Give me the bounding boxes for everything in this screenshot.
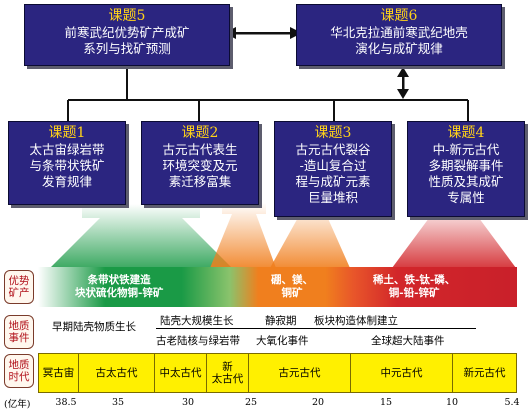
orange-arrow-left bbox=[210, 203, 276, 268]
orange-arrow-right bbox=[270, 203, 350, 268]
tick-20: 20 bbox=[311, 397, 325, 408]
era-neoarchean: 新 太古代 bbox=[207, 354, 249, 392]
mineral-green-text: 条带状铁建造 块状硫化物铜-锌矿 bbox=[75, 274, 164, 299]
event-plate-tectonics: 板块构造体制建立 bbox=[314, 315, 398, 327]
tick-25: 25 bbox=[244, 397, 258, 408]
event-early-crust: 早期陆壳物质生长 bbox=[52, 321, 136, 333]
project-2-desc: 古元古代表生 环境突变及元 素迁移富集 bbox=[162, 142, 238, 189]
era-paleoproterozoic: 古元古代 bbox=[249, 354, 351, 392]
minerals-row: 条带状铁建造 块状硫化物铜-锌矿 硼、镁、 铜矿 稀土、铁-钛-磷、 铜-铅-锌… bbox=[38, 267, 517, 307]
project-1-title: 课题1 bbox=[48, 125, 86, 141]
project-3-desc: 古元古代裂谷 -造山复合过 程与成矿元素 巨量堆积 bbox=[295, 142, 371, 205]
project-5-box: 课题5 前寒武纪优势矿产成矿 系列与找矿预测 bbox=[24, 4, 230, 66]
era-paleoarchean: 古太古代 bbox=[79, 354, 155, 392]
event-great-oxidation: 大氧化事件 bbox=[256, 335, 309, 347]
event-supercontinent: 全球超大陆事件 bbox=[371, 335, 445, 347]
era-mesoproterozoic: 中元古代 bbox=[351, 354, 453, 392]
era-neoproterozoic: 新元古代 bbox=[463, 367, 506, 379]
event-crust-growth: 陆壳大规模生长 bbox=[160, 315, 234, 327]
project-6-desc: 华北克拉通前寒武纪地壳 演化与成矿规律 bbox=[330, 25, 468, 56]
project-1-desc: 太古宙绿岩带 与条带状铁矿 发育规律 bbox=[29, 142, 105, 189]
tick-5.4: 5.4 bbox=[504, 397, 520, 408]
axis-unit-label: (亿年) bbox=[4, 399, 31, 410]
eras-row-label: 地质 时代 bbox=[4, 354, 34, 388]
project-5-desc: 前寒武纪优势矿产成矿 系列与找矿预测 bbox=[64, 25, 190, 56]
project-3-box: 课题3 古元古代裂谷 -造山复合过 程与成矿元素 巨量堆积 bbox=[274, 121, 392, 217]
era-hadean: 冥古宙 bbox=[39, 354, 79, 392]
project-3-title: 课题3 bbox=[314, 125, 352, 141]
project-5-title: 课题5 bbox=[108, 8, 146, 24]
project-2-box: 课题2 古元古代表生 环境突变及元 素迁移富集 bbox=[141, 121, 259, 205]
mineral-red-text: 稀土、铁-钛-磷、 铜-铅-锌矿 bbox=[373, 274, 456, 299]
tick-30: 30 bbox=[181, 397, 195, 408]
minerals-row-label: 优势 矿产 bbox=[4, 270, 34, 304]
event-old-nuclei: 古老陆核与绿岩带 bbox=[156, 335, 240, 347]
event-quiet-period: 静寂期 bbox=[265, 315, 297, 327]
events-row-label: 地质 事件 bbox=[4, 315, 34, 349]
tick-35: 35 bbox=[111, 397, 125, 408]
project-2-title: 课题2 bbox=[181, 125, 219, 141]
tick-38.5: 38.5 bbox=[55, 397, 77, 408]
project-1-box: 课题1 太古宙绿岩带 与条带状铁矿 发育规律 bbox=[8, 121, 126, 205]
project-4-box: 课题4 中-新元古代 多期裂解事件 性质及其成矿 专属性 bbox=[407, 121, 525, 217]
mineral-orange-text: 硼、镁、 铜矿 bbox=[271, 274, 313, 299]
events-divider-2 bbox=[256, 328, 476, 329]
tick-15: 15 bbox=[379, 397, 393, 408]
project-6-box: 课题6 华北克拉通前寒武纪地壳 演化与成矿规律 bbox=[296, 4, 502, 66]
events-row: 早期陆壳物质生长 陆壳大规模生长 静寂期 板块构造体制建立 古老陆核与绿岩带 大… bbox=[38, 310, 517, 350]
events-divider-1 bbox=[156, 328, 256, 329]
eras-row: 冥古宙 古太古代 中太古代 新 太古代 古元古代 中元古代 新元古代 bbox=[38, 353, 517, 393]
era-mesoarchean: 中太古代 bbox=[155, 354, 207, 392]
tick-10: 10 bbox=[445, 397, 459, 408]
project-4-title: 课题4 bbox=[447, 125, 485, 141]
green-arrow bbox=[50, 204, 232, 268]
project-6-title: 课题6 bbox=[380, 8, 418, 24]
red-arrow bbox=[392, 203, 516, 268]
project-4-desc: 中-新元古代 多期裂解事件 性质及其成矿 专属性 bbox=[428, 142, 504, 205]
